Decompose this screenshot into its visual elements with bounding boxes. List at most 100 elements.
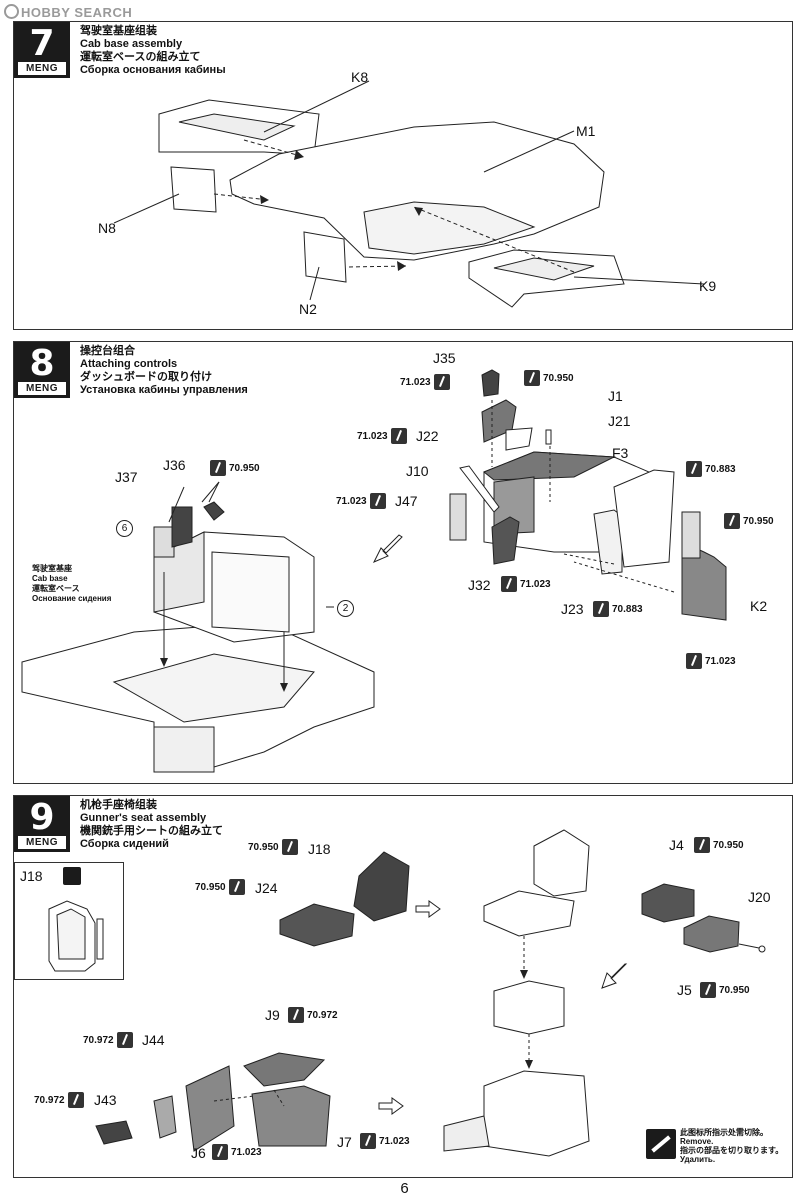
paintbrush-icon (694, 837, 710, 853)
part-label-k8: K8 (351, 69, 369, 85)
part-label-j4: J4 (669, 837, 684, 853)
part-label-j6: J6 (191, 1145, 206, 1161)
paintbrush-icon (288, 1007, 304, 1023)
seat-assembly-drawing (95, 829, 766, 1157)
part-label-j10: J10 (406, 463, 429, 479)
part-label-f3: F3 (612, 445, 629, 461)
remove-icon (646, 1129, 676, 1159)
part-label-k9: K9 (699, 278, 717, 294)
part-label-m1: M1 (576, 123, 596, 139)
remove-icon (63, 867, 81, 885)
paint-code: 70.972 (83, 1032, 133, 1048)
cab-base-assembly-drawing (113, 80, 705, 308)
step-8-panel: 8 MENG 操控台组合 Attaching controls ダッシュボードの… (13, 341, 793, 784)
brand-logo: MENG (18, 62, 66, 75)
paint-code: 71.023 (212, 1144, 262, 1160)
paintbrush-icon (686, 461, 702, 477)
paint-code: 71.023 (686, 653, 736, 669)
step-number: 8 (29, 343, 55, 384)
step-7-panel: 7 MENG 驾驶室基座组装 Cab base assembly 運転室ベースの… (13, 21, 793, 330)
watermark: HOBBY SEARCH (4, 4, 132, 20)
part-label-n2: N2 (299, 301, 317, 317)
part-label-n8: N8 (98, 220, 116, 236)
paint-code: 70.950 (694, 837, 744, 853)
paintbrush-icon (593, 601, 609, 617)
ref-step-6: 6 (116, 520, 133, 537)
title-jp: 運転室ベースの組み立て (80, 51, 201, 63)
part-label-j5: J5 (677, 982, 692, 998)
step-7-titles: 驾驶室基座组装 Cab base assembly 運転室ベースの組み立て Сб… (80, 25, 226, 77)
watermark-logo-icon (4, 4, 19, 19)
paint-code: 70.950 (210, 460, 260, 476)
remove-note: 此图标所指示处需切除。 Remove. 指示の部品を切り取ります。 Удалит… (680, 1128, 784, 1164)
part-label-j9: J9 (265, 1007, 280, 1023)
part-label-j44: J44 (142, 1032, 165, 1048)
title-cn: 操控台组合 (80, 345, 135, 357)
paintbrush-icon (212, 1144, 228, 1160)
step-7-badge: 7 MENG (14, 22, 70, 78)
paintbrush-icon (390, 428, 407, 444)
part-label-j20: J20 (748, 889, 771, 905)
paintbrush-icon (686, 653, 702, 669)
title-jp: ダッシュボードの取り付け (80, 371, 212, 383)
part-label-j7: J7 (337, 1134, 352, 1150)
step-9-titles: 机枪手座椅组装 Gunner's seat assembly 機関銃手用シートの… (80, 799, 223, 851)
paintbrush-icon (228, 879, 245, 895)
paint-code: 70.950 (724, 513, 774, 529)
j18-detail-inset: J18 (14, 862, 124, 980)
paint-code: 70.950 (195, 879, 245, 895)
paint-code: 70.950 (248, 839, 298, 855)
part-label-k2: K2 (750, 598, 768, 614)
paintbrush-icon (724, 513, 740, 529)
cab-base-caption: 驾驶室基座 Cab base 運転室ベース Основание сидения (32, 564, 112, 603)
paintbrush-icon (369, 493, 386, 509)
title-ru: Сборка сидений (80, 838, 169, 850)
paint-code: 71.023 (336, 493, 386, 509)
part-label-j47: J47 (395, 493, 418, 509)
step-9-panel: 9 MENG 机枪手座椅组装 Gunner's seat assembly 機関… (13, 795, 793, 1178)
title-cn: 驾驶室基座组装 (80, 25, 157, 37)
part-label-j23: J23 (561, 601, 584, 617)
step-8-badge: 8 MENG (14, 342, 70, 398)
paint-code: 71.023 (400, 374, 450, 390)
brand-logo: MENG (18, 836, 66, 849)
part-label-j24: J24 (255, 880, 278, 896)
inset-label: J18 (20, 868, 43, 884)
title-en: Gunner's seat assembly (80, 812, 207, 824)
step-8-titles: 操控台组合 Attaching controls ダッシュボードの取り付け Ус… (80, 345, 248, 397)
paintbrush-icon (281, 839, 298, 855)
part-label-j32: J32 (468, 577, 491, 593)
title-en: Cab base assembly (80, 38, 183, 50)
paintbrush-icon (700, 982, 716, 998)
brand-logo: MENG (18, 382, 66, 395)
paintbrush-icon (116, 1032, 133, 1048)
part-label-j1: J1 (608, 388, 623, 404)
step-9-badge: 9 MENG (14, 796, 70, 852)
paint-code: 70.972 (34, 1092, 84, 1108)
paintbrush-icon (210, 460, 226, 476)
part-label-j43: J43 (94, 1092, 117, 1108)
paintbrush-icon (501, 576, 517, 592)
paint-code: 70.950 (524, 370, 574, 386)
title-cn: 机枪手座椅组装 (80, 799, 157, 811)
paint-code: 71.023 (501, 576, 551, 592)
paintbrush-icon (67, 1092, 84, 1108)
paint-code: 70.883 (593, 601, 643, 617)
paint-code: 70.883 (686, 461, 736, 477)
paint-code: 70.972 (288, 1007, 338, 1023)
title-ru: Сборка основания кабины (80, 64, 226, 76)
paint-code: 71.023 (357, 428, 407, 444)
title-jp: 機関銃手用シートの組み立て (80, 825, 223, 837)
seat-back-drawing (48, 900, 104, 972)
paintbrush-icon (524, 370, 540, 386)
page-number: 6 (400, 1180, 409, 1197)
part-label-j37: J37 (115, 469, 138, 485)
step-number: 7 (29, 23, 55, 64)
paint-code: 71.023 (360, 1133, 410, 1149)
paint-code: 70.950 (700, 982, 750, 998)
part-label-j18: J18 (308, 841, 331, 857)
title-ru: Установка кабины управления (80, 384, 248, 396)
part-label-j21: J21 (608, 413, 631, 429)
part-label-j35: J35 (433, 350, 456, 366)
part-label-j22: J22 (416, 428, 439, 444)
